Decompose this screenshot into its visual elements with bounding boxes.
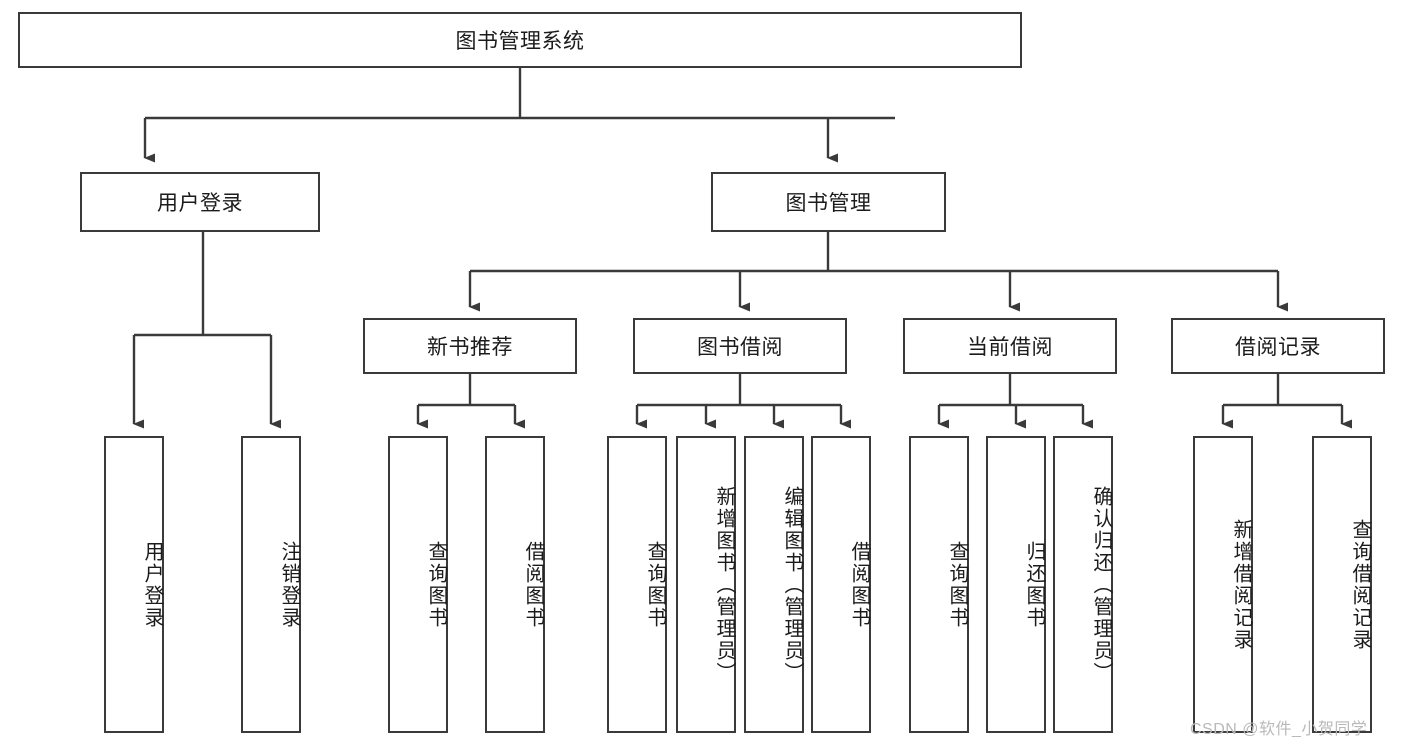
leaf-book-borrow-query[interactable]: 查询图书: [607, 436, 667, 733]
node-book-borrow[interactable]: 图书借阅: [633, 318, 847, 374]
leaf-label: 新增图书（管理员）: [713, 485, 735, 684]
leaf-label: 查询借阅记录: [1349, 518, 1371, 651]
leaf-label: 确认归还（管理员）: [1090, 485, 1112, 684]
leaf-user-login-login[interactable]: 用户登录: [104, 436, 164, 733]
node-borrow-record-label: 借阅记录: [1235, 336, 1321, 359]
node-current-borrow[interactable]: 当前借阅: [903, 318, 1117, 374]
leaf-label: 查询图书: [644, 540, 666, 629]
leaf-book-borrow-borrow[interactable]: 借阅图书: [811, 436, 871, 733]
node-borrow-record[interactable]: 借阅记录: [1171, 318, 1385, 374]
leaf-current-borrow-query[interactable]: 查询图书: [909, 436, 969, 733]
watermark: CSDN @软件_小贺同学: [1190, 721, 1368, 738]
leaf-label: 用户登录: [141, 540, 163, 629]
node-current-borrow-label: 当前借阅: [967, 336, 1053, 359]
leaf-current-borrow-return[interactable]: 归还图书: [986, 436, 1046, 733]
leaf-label: 新增借阅记录: [1230, 518, 1252, 651]
node-book-management[interactable]: 图书管理: [711, 172, 946, 232]
leaf-label: 编辑图书（管理员）: [781, 485, 803, 684]
node-book-borrow-label: 图书借阅: [697, 336, 783, 359]
leaf-book-borrow-add[interactable]: 新增图书（管理员）: [676, 436, 736, 733]
leaf-label: 借阅图书: [848, 540, 870, 629]
node-root[interactable]: 图书管理系统: [18, 12, 1022, 68]
leaf-label: 借阅图书: [522, 540, 544, 629]
leaf-borrow-record-query[interactable]: 查询借阅记录: [1312, 436, 1372, 733]
leaf-current-borrow-confirm[interactable]: 确认归还（管理员）: [1053, 436, 1113, 733]
leaf-new-book-query[interactable]: 查询图书: [388, 436, 448, 733]
leaf-label: 归还图书: [1023, 540, 1045, 629]
leaf-label: 注销登录: [278, 540, 300, 629]
leaf-book-borrow-edit[interactable]: 编辑图书（管理员）: [744, 436, 804, 733]
node-book-management-label: 图书管理: [785, 192, 872, 215]
leaf-label: 查询图书: [425, 540, 447, 629]
leaf-user-login-logout[interactable]: 注销登录: [241, 436, 301, 733]
leaf-new-book-borrow[interactable]: 借阅图书: [485, 436, 545, 733]
node-new-book-recommend-label: 新书推荐: [427, 336, 513, 359]
node-user-login-label: 用户登录: [157, 192, 243, 215]
node-root-label: 图书管理系统: [455, 30, 585, 53]
leaf-borrow-record-add[interactable]: 新增借阅记录: [1193, 436, 1253, 733]
node-new-book-recommend[interactable]: 新书推荐: [363, 318, 577, 374]
node-user-login[interactable]: 用户登录: [80, 172, 320, 232]
leaf-label: 查询图书: [946, 540, 968, 629]
